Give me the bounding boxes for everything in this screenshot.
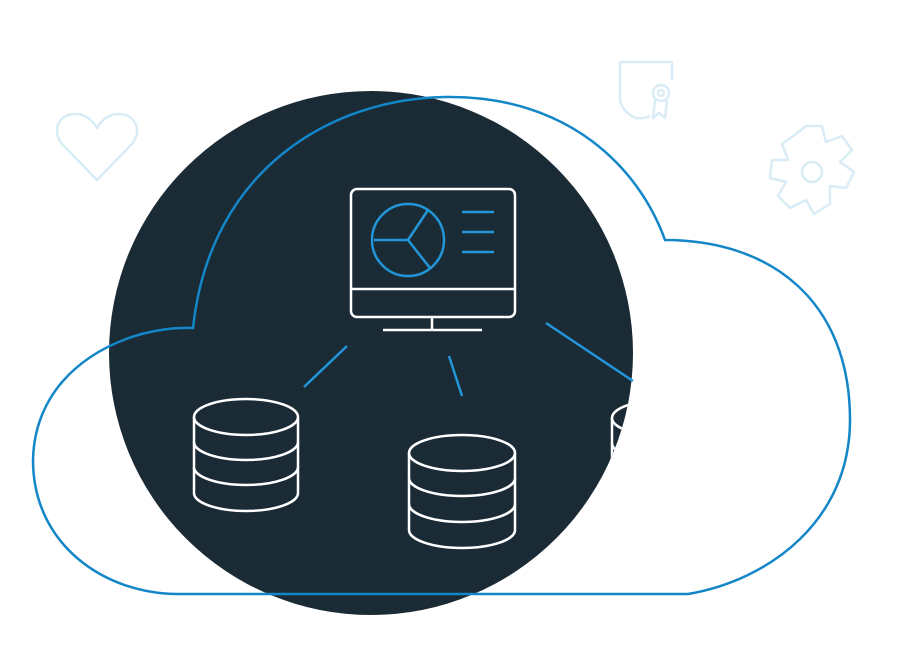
database-icon (192, 397, 300, 513)
pie-chart-icon (370, 202, 446, 278)
certificate-badge-icon (618, 60, 674, 120)
background-circle (109, 91, 633, 615)
database-icon (610, 398, 633, 514)
heart-icon (55, 112, 139, 182)
database-icon (407, 433, 517, 550)
monitor-dashboard-icon (349, 187, 517, 332)
gear-icon (768, 124, 856, 216)
dashboard-lines (462, 210, 494, 254)
connection-lines (303, 321, 634, 397)
cloud-outline (31, 95, 852, 596)
